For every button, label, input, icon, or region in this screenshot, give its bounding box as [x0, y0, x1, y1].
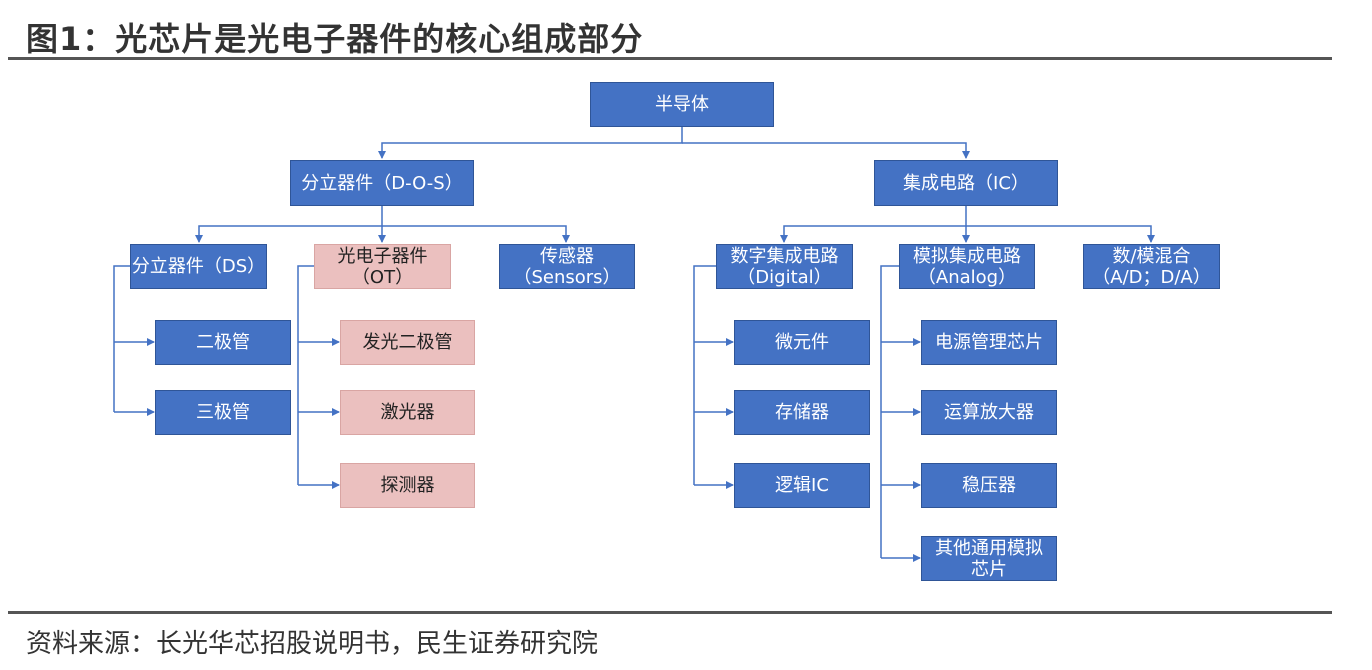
node-memory: 存储器 — [734, 390, 870, 435]
node-detector: 探测器 — [340, 463, 475, 508]
node-discrete-devices-dos: 分立器件（D-O-S） — [290, 160, 474, 206]
node-discrete-devices-ds: 分立器件（DS） — [130, 244, 267, 289]
figure-title: 图1：光芯片是光电子器件的核心组成部分 — [26, 20, 644, 58]
bottom-divider — [8, 611, 1332, 614]
node-other-analog-chips: 其他通用模拟 芯片 — [921, 536, 1057, 581]
node-power-management-chip: 电源管理芯片 — [921, 320, 1057, 365]
node-mixed-signal: 数/模混合 （A/D；D/A） — [1083, 244, 1220, 289]
node-logic-ic: 逻辑IC — [734, 463, 870, 508]
node-led: 发光二极管 — [340, 320, 475, 365]
node-semiconductor: 半导体 — [590, 82, 774, 127]
node-transistor: 三极管 — [155, 390, 291, 435]
node-laser: 激光器 — [340, 390, 475, 435]
node-voltage-regulator: 稳压器 — [921, 463, 1057, 508]
node-op-amp: 运算放大器 — [921, 390, 1057, 435]
node-sensors: 传感器 （Sensors） — [499, 244, 635, 289]
node-integrated-circuit: 集成电路（IC） — [874, 160, 1058, 206]
source-note: 资料来源：长光华芯招股说明书，民生证券研究院 — [26, 629, 599, 659]
node-optoelectronic-devices: 光电子器件 （OT） — [314, 244, 451, 289]
node-digital-ic: 数字集成电路 （Digital） — [716, 244, 853, 289]
top-divider — [8, 57, 1332, 60]
node-diode: 二极管 — [155, 320, 291, 365]
node-micro-components: 微元件 — [734, 320, 870, 365]
node-analog-ic: 模拟集成电路 （Analog） — [899, 244, 1035, 289]
